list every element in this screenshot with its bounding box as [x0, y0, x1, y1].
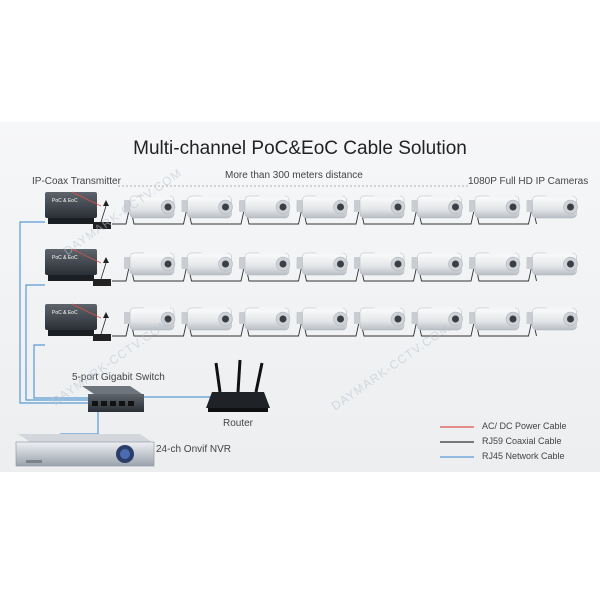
camera-icon	[296, 252, 348, 276]
nvr-device	[15, 434, 155, 467]
camera-icon	[526, 307, 578, 331]
power-adapter	[93, 334, 111, 341]
camera-icon	[239, 307, 291, 331]
camera-rows: PoC & EoC PoC & EoC PoC & EoC	[45, 191, 578, 341]
legend-network: RJ45 Network Cable	[440, 451, 590, 465]
camera-icon	[181, 252, 233, 276]
legend-coax: RJ59 Coaxial Cable	[440, 436, 590, 450]
camera-icon	[411, 195, 463, 219]
camera-icon	[296, 195, 348, 219]
transmitter-device: PoC & EoC	[45, 249, 97, 281]
camera-icon	[296, 307, 348, 331]
legend-power: AC/ DC Power Cable	[440, 421, 590, 435]
camera-row: PoC & EoC	[45, 303, 578, 341]
camera-icon	[124, 252, 176, 276]
switch-device	[82, 386, 144, 412]
camera-row: PoC & EoC	[45, 248, 578, 286]
plug-icon	[103, 257, 109, 263]
transmitter-brand-text: PoC & EoC	[52, 255, 78, 261]
camera-icon	[469, 195, 521, 219]
camera-icon	[239, 195, 291, 219]
diagram-panel	[0, 122, 600, 472]
camera-row: PoC & EoC	[45, 191, 578, 229]
transmitter-device: PoC & EoC	[45, 192, 97, 224]
transmitter-device: PoC & EoC	[45, 304, 97, 336]
camera-icon	[411, 252, 463, 276]
camera-icon	[526, 252, 578, 276]
camera-icon	[354, 252, 406, 276]
camera-icon	[181, 195, 233, 219]
plug-icon	[103, 312, 109, 318]
power-adapter	[93, 279, 111, 286]
camera-icon	[124, 195, 176, 219]
camera-icon	[181, 307, 233, 331]
nvr-label: 24-ch Onvif NVR	[156, 444, 232, 455]
legend-power-text: AC/ DC Power Cable	[482, 421, 567, 431]
camera-icon	[469, 307, 521, 331]
camera-icon	[124, 307, 176, 331]
camera-icon	[526, 195, 578, 219]
router-device	[206, 359, 270, 412]
power-adapter	[93, 222, 111, 229]
switch-label: 5-port Gigabit Switch	[72, 372, 165, 383]
legend-network-text: RJ45 Network Cable	[482, 451, 565, 461]
camera-icon	[239, 252, 291, 276]
transmitter-brand-text: PoC & EoC	[52, 198, 78, 204]
router-label: Router	[223, 418, 254, 429]
diagram-title: Multi-channel PoC&EoC Cable Solution	[133, 138, 467, 159]
distance-label: More than 300 meters distance	[225, 170, 363, 181]
camera-icon	[354, 307, 406, 331]
transmitter-brand-text: PoC & EoC	[52, 310, 78, 316]
transmitter-label: IP-Coax Transmitter	[32, 176, 121, 187]
legend-coax-text: RJ59 Coaxial Cable	[482, 436, 562, 446]
cameras-label: 1080P Full HD IP Cameras	[468, 176, 589, 187]
camera-icon	[469, 252, 521, 276]
plug-icon	[103, 200, 109, 206]
camera-icon	[354, 195, 406, 219]
camera-icon	[411, 307, 463, 331]
